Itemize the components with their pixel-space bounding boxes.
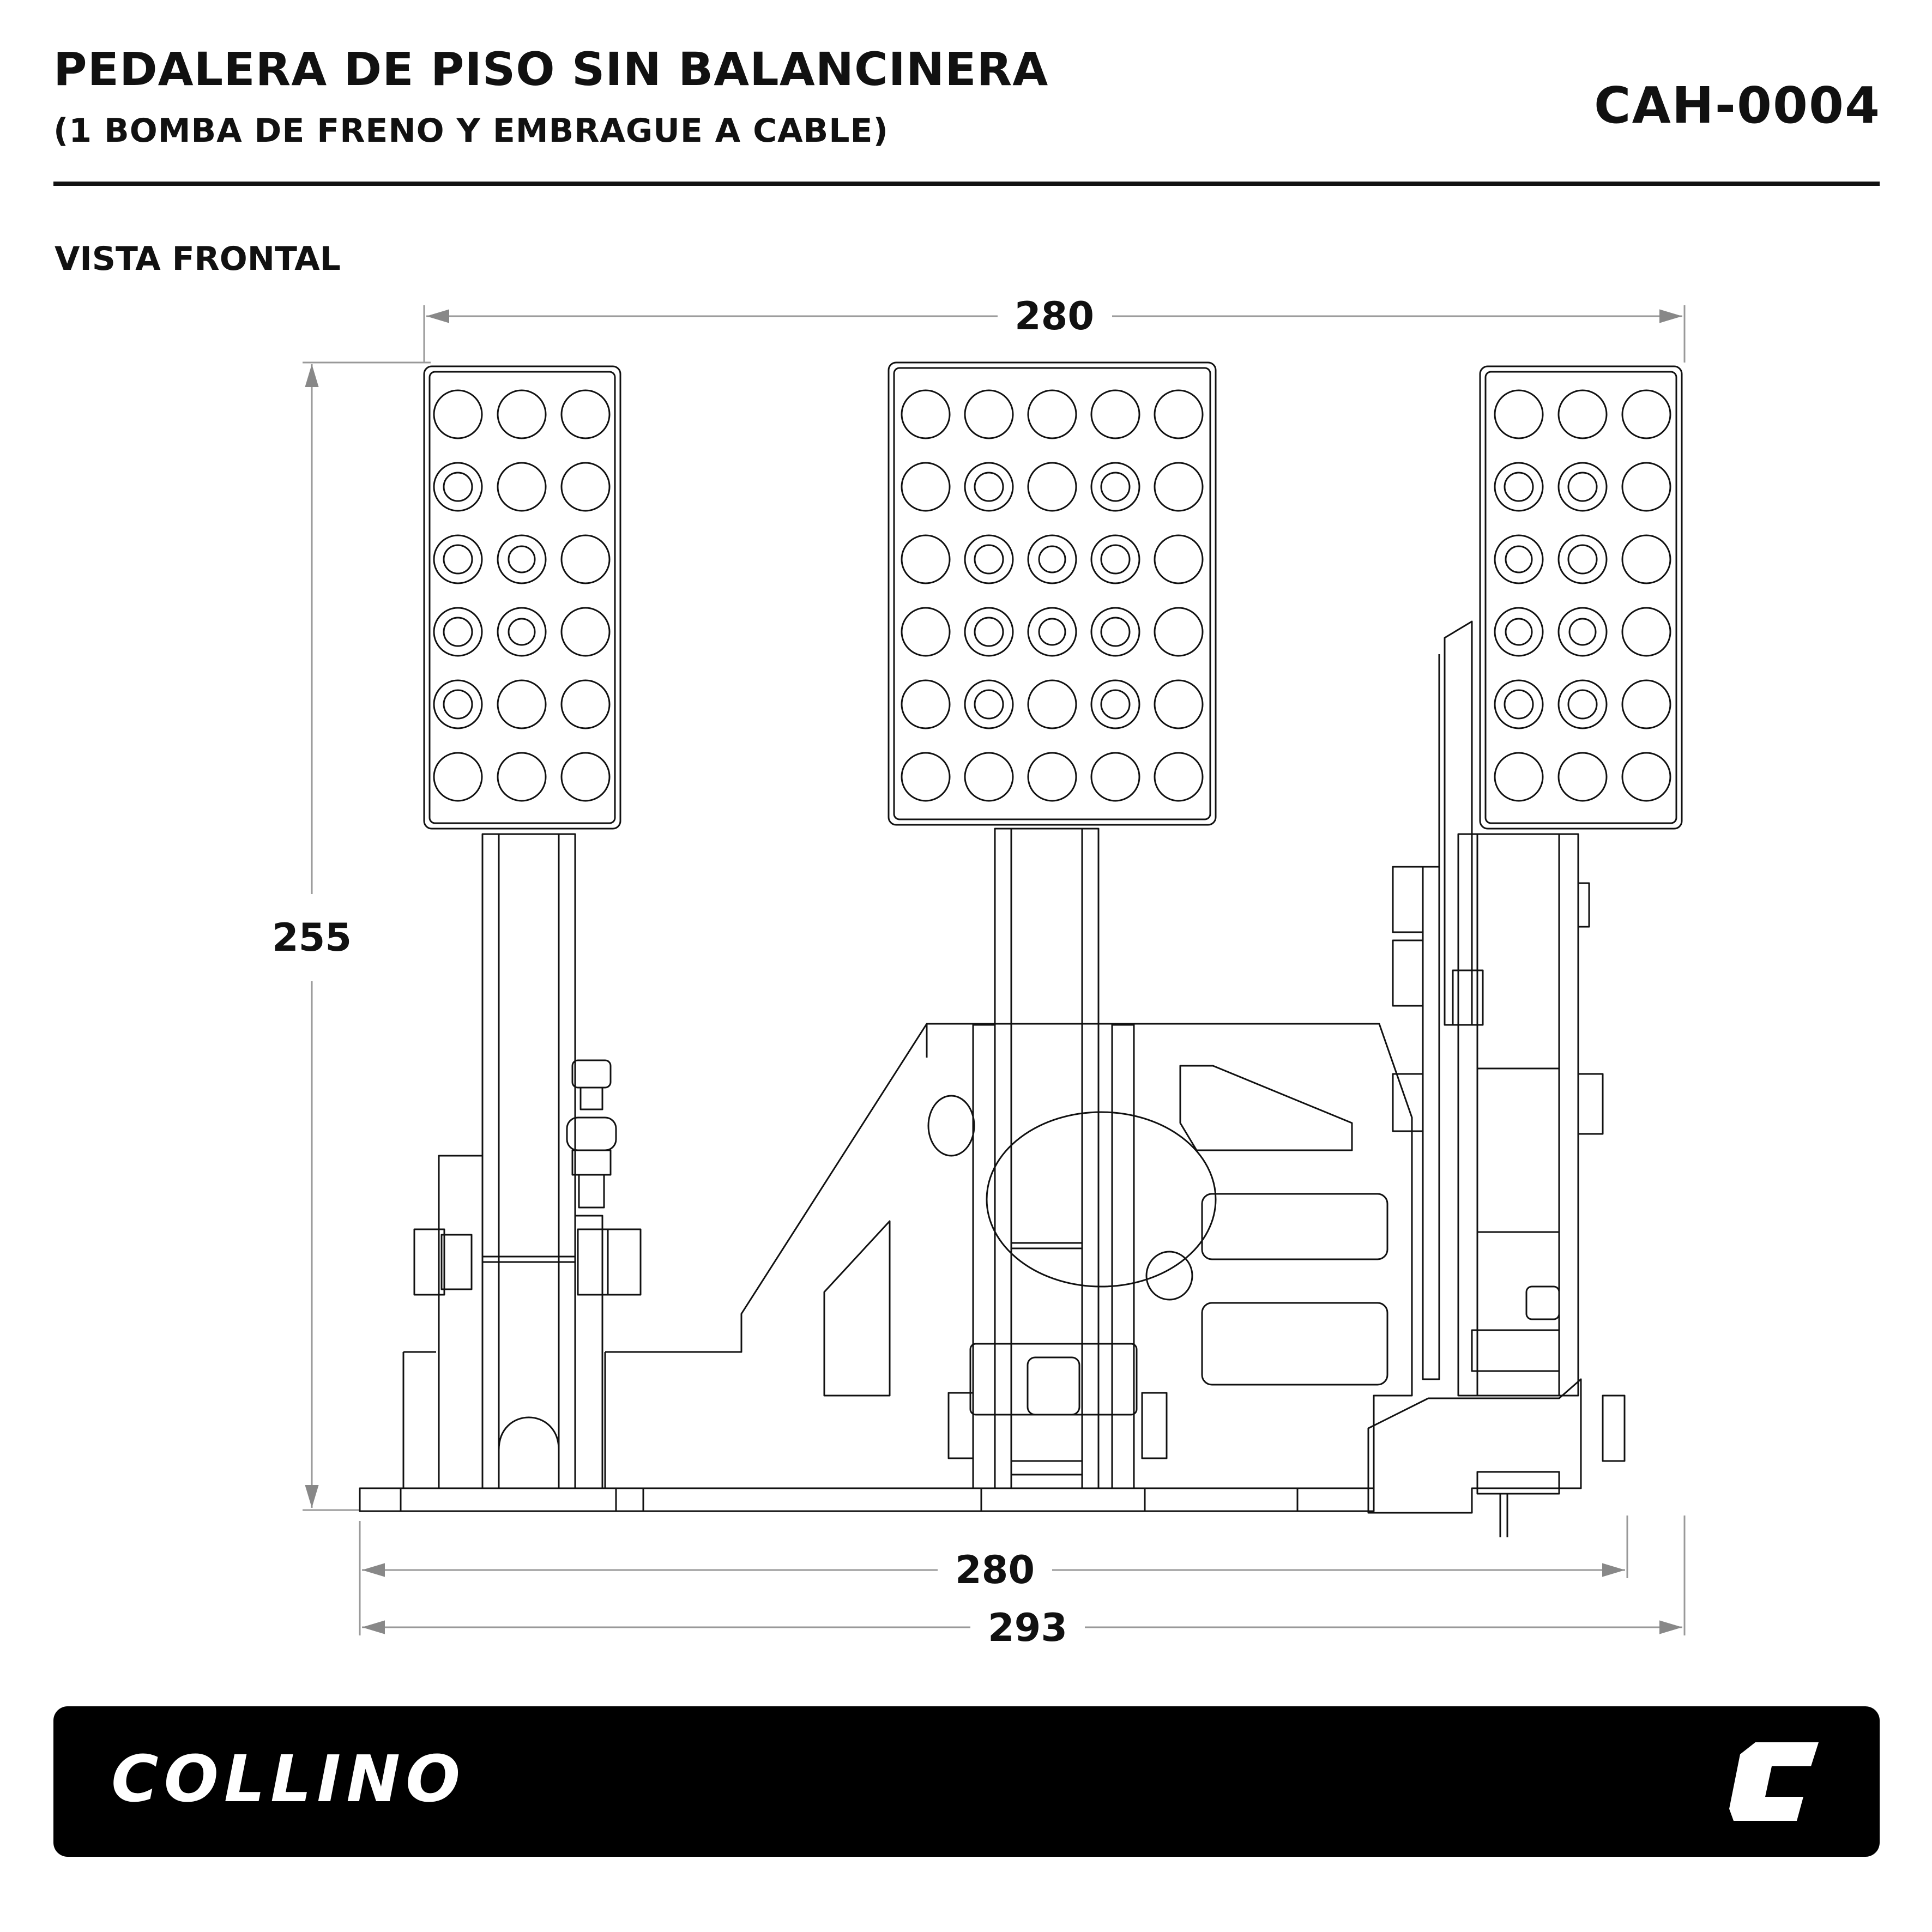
collino-c-logo-icon <box>1729 1742 1819 1821</box>
left-pedal-assembly <box>402 833 642 1489</box>
dimension-base-width <box>359 1516 1686 1635</box>
right-pedal-studs <box>1494 389 1671 802</box>
right-pedal-assembly <box>1367 620 1626 1537</box>
center-pedal-pad <box>887 361 1217 826</box>
header-divider <box>53 182 1880 186</box>
left-pedal-pad <box>423 365 621 830</box>
dimension-height <box>303 361 431 1511</box>
dimension-overall-width-label: 293 <box>988 1605 1067 1650</box>
base-plate <box>359 1487 1375 1512</box>
dimension-top-width <box>423 305 1686 363</box>
center-pedal-assembly <box>947 828 1168 1489</box>
center-pedal-studs <box>901 389 1204 802</box>
page-title: PEDALERA DE PISO SIN BALANCINERA <box>53 43 1049 96</box>
page-subtitle: (1 BOMBA DE FRENO Y EMBRAGUE A CABLE) <box>53 112 889 150</box>
dimension-top-width-label: 280 <box>1015 294 1094 339</box>
product-code: CAH-0004 <box>1594 76 1881 135</box>
dimension-base-width-label: 280 <box>955 1548 1035 1592</box>
right-pedal-pad <box>1479 365 1683 830</box>
brand-wordmark: COLLINO <box>111 1741 466 1816</box>
left-pedal-studs <box>433 389 611 802</box>
view-label: VISTA FRONTAL <box>55 240 341 278</box>
footer-bar: COLLINO <box>53 1706 1880 1857</box>
central-bracket <box>604 1023 1413 1488</box>
dimension-height-label: 255 <box>272 915 352 960</box>
